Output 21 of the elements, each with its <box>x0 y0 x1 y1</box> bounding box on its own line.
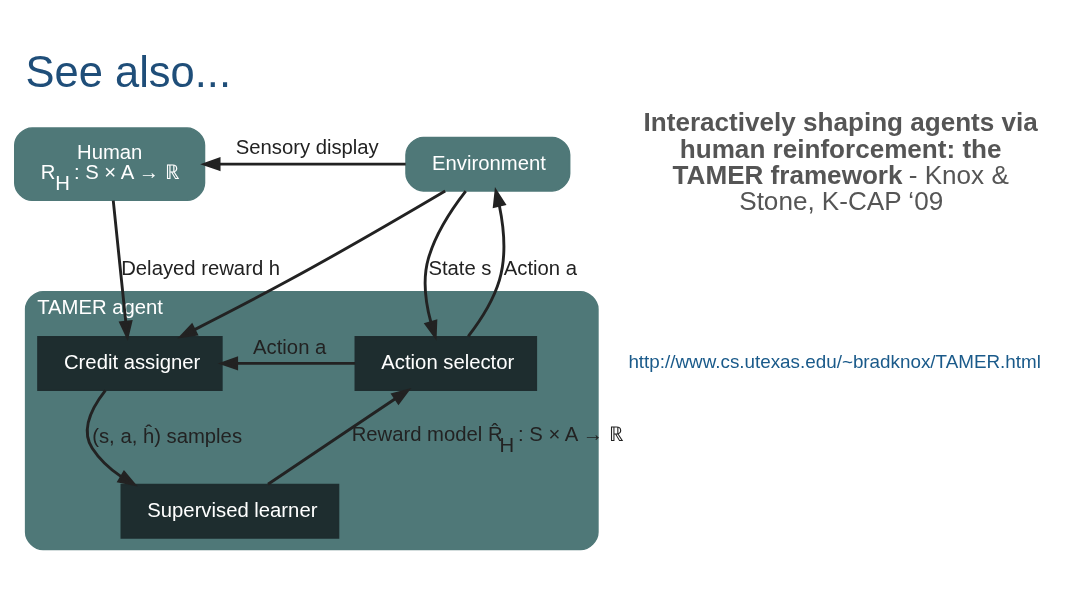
edge-label: (s, a, ĥ) samples <box>92 424 243 447</box>
arrow <box>467 186 507 338</box>
node-box: Supervised learner <box>120 483 340 539</box>
arrow <box>423 190 467 341</box>
node-box: Environment <box>405 136 571 192</box>
edge-label: Delayed reward h <box>121 256 281 279</box>
edge-label: State s <box>428 256 492 279</box>
node-box: Credit assigner <box>37 335 223 391</box>
arrow <box>111 200 133 341</box>
label: Interactively shaping agents via human reinforcement: the TAMER framework - Knox & Stone, K-CAP ‘09 <box>643 107 1038 216</box>
label: http://www.cs.utexas.edu/~bradknox/TAMER.html <box>628 351 1041 373</box>
edge-label: Action a <box>253 335 327 358</box>
arrow <box>267 388 412 486</box>
arrow <box>200 157 406 172</box>
edge-label: Action a <box>503 256 578 279</box>
arrow <box>177 189 446 339</box>
arrow <box>217 356 356 371</box>
edge-label: Sensory display <box>235 136 379 159</box>
node-box: Action selector <box>354 335 538 391</box>
arrow <box>86 389 138 487</box>
diagram-title: See also... <box>25 48 231 97</box>
